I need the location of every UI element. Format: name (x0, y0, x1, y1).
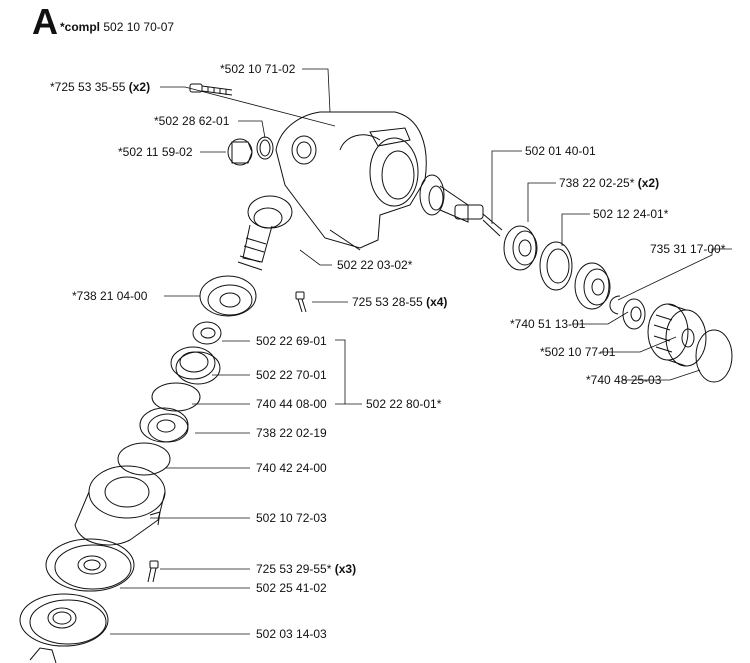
spacer-sleeve (192, 321, 222, 345)
part-label: 740 44 08-00 (256, 397, 327, 411)
diagram-header: A *compl 502 10 70-07 (32, 4, 174, 40)
support-disc (19, 593, 109, 647)
threaded-cap (647, 303, 707, 367)
o-ring-large-right (695, 329, 733, 383)
flange-disc (45, 538, 135, 592)
part-label: 502 22 69-01 (256, 334, 327, 348)
part-label: 502 01 40-01 (525, 144, 596, 158)
part-label: 738 22 02-19 (256, 426, 327, 440)
part-label: 502 22 70-01 (256, 368, 327, 382)
part-label: 735 31 17-00* (650, 242, 726, 256)
part-label: 740 42 24-00 (256, 461, 327, 475)
o-ring-lower (117, 442, 171, 476)
part-label: *502 28 62-01 (154, 114, 230, 128)
washer (622, 298, 646, 330)
part-label: *502 10 71-02 (220, 62, 296, 76)
sleeve-cup (170, 346, 221, 385)
nut (29, 647, 57, 663)
o-ring-mid (151, 382, 201, 412)
complete-assembly-label: *compl 502 10 70-07 (60, 20, 174, 34)
part-label: *502 11 59-02 (118, 145, 193, 159)
leader-lines (110, 68, 732, 635)
plug (227, 138, 253, 166)
part-label: 502 10 72-03 (256, 511, 327, 525)
seal-ring (539, 241, 573, 291)
compl-prefix: *compl (60, 20, 101, 34)
part-label: *502 10 77-01 (540, 345, 616, 359)
bearing-right-1 (503, 225, 538, 271)
part-label: *740 48 25-03 (586, 373, 662, 387)
part-label: 725 53 29-55* (x3) (256, 562, 357, 576)
screw-small-lower (147, 560, 159, 583)
part-label: *738 21 04-00 (72, 289, 148, 303)
screw-short (295, 291, 307, 313)
part-label: 502 22 03-02* (337, 258, 413, 272)
bearing-lower (139, 407, 189, 443)
o-ring-small (256, 136, 274, 160)
part-label: *740 51 13-01 (510, 317, 586, 331)
assembly-number: 502 10 70-07 (103, 20, 175, 34)
circlip (609, 295, 621, 315)
part-label: 725 53 28-55 (x4) (352, 295, 448, 309)
part-label: 502 03 14-03 (256, 627, 327, 641)
gear-housing (275, 111, 427, 251)
part-label: *725 53 35-55 (x2) (50, 80, 151, 94)
part-label: 738 22 02-25* (x2) (559, 176, 660, 190)
part-label: 502 22 80-01* (366, 397, 442, 411)
lower-housing (74, 465, 166, 546)
part-label: 502 12 24-01* (593, 207, 669, 221)
part-label: 502 25 41-02 (256, 581, 327, 595)
screw-long (189, 83, 233, 96)
section-letter: A (32, 1, 58, 42)
bearing-right-2 (574, 262, 611, 310)
bearing-main (199, 275, 257, 317)
bevel-pinion (237, 195, 293, 271)
bevel-gear-shaft (419, 174, 503, 237)
